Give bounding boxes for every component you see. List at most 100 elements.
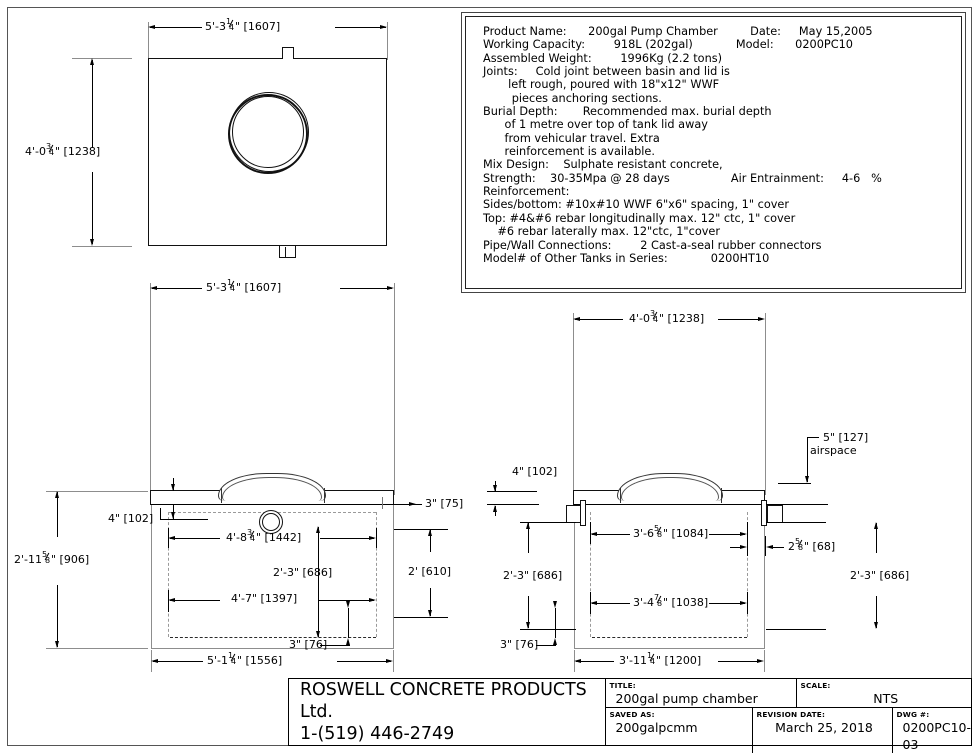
front-lid-lip-left: [221, 488, 222, 503]
side-dim-inside-bot-line-a: [592, 603, 630, 604]
revision-value: March 25, 2018: [775, 720, 873, 735]
title-caption: TITLE:: [609, 681, 636, 690]
title-block: ROSWELL CONCRETE PRODUCTS Ltd. 1-(519) 4…: [288, 678, 972, 753]
arrowhead-up-icon: [345, 638, 350, 645]
side-dim-wall-thk-wit-b: [765, 536, 766, 556]
side-lid-lip-right: [721, 488, 722, 503]
side-dim-depth-left-text: 2'-3" [686]: [503, 569, 563, 582]
title-value: 200gal pump chamber: [615, 691, 758, 706]
front-dim-bottom-line-b: [337, 661, 391, 662]
saved-as-field: SAVED AS: 200galpcmm: [606, 708, 752, 753]
front-dim-inside-top-line-a: [170, 538, 220, 539]
arrowhead-up-icon: [492, 505, 497, 512]
side-lid-lip-left: [620, 488, 621, 503]
revision-date-field: REVISION DATE: March 25, 2018: [751, 708, 892, 753]
side-base-bottom: [574, 648, 765, 650]
spec-line: Burial Depth: Recommended max. burial de…: [483, 105, 772, 119]
front-base-bottom: [151, 648, 394, 650]
spec-line: Strength: 30-35Mpa @ 28 days Air Entrain…: [483, 171, 882, 185]
plan-witness-bottom: [72, 246, 132, 247]
side-dim-inside-top-line-b: [709, 534, 745, 535]
side-dim-inside-top-wit-r: [747, 522, 748, 544]
title-block-row-bottom: SAVED AS: 200galpcmm REVISION DATE: Marc…: [606, 708, 972, 753]
spec-line: of 1 metre over top of tank lid away: [483, 118, 708, 132]
title-block-company: ROSWELL CONCRETE PRODUCTS Ltd. 1-(519) 4…: [289, 679, 606, 745]
side-dim-wall-thk-wit-a: [747, 536, 748, 556]
side-dim-lid-thk-ext-top: [487, 491, 537, 492]
spec-line: from vehicular travel. Extra: [483, 131, 660, 145]
spec-line: left rough, poured with 18"x12" WWF: [483, 78, 720, 92]
side-cavity-left: [590, 512, 591, 637]
plan-pipe-stub-bottom-rib: [285, 247, 286, 257]
plan-dim-left-line-b: [92, 172, 93, 244]
spec-line: Reinforcement:: [483, 185, 570, 199]
arrowhead-left-icon: [168, 597, 175, 602]
arrowhead-left-icon: [150, 285, 157, 290]
specification-notes-box: Product Name: 200gal Pump Chamber Date: …: [461, 12, 966, 293]
side-dim-base-thk-line: [555, 608, 556, 638]
side-dim-base-thk-leader: [536, 645, 556, 646]
front-dim-top-line-b: [340, 288, 392, 289]
plan-pipe-stub-top: [282, 47, 294, 59]
side-dim-depth-left-ext-bot: [520, 629, 576, 630]
side-dim-inside-bot-line-b: [709, 603, 745, 604]
arrowhead-down-icon: [804, 476, 809, 483]
arrowhead-right-icon: [380, 24, 387, 29]
side-dim-depth-left-line-b: [528, 596, 529, 628]
spec-line: Sides/bottom: #10x#10 WWF 6"x6" spacing,…: [483, 198, 790, 212]
dwg-number-field: DWG #: 0200PC10-03: [891, 708, 972, 753]
side-dim-top-line-a: [575, 319, 623, 320]
saved-as-caption: SAVED AS:: [609, 710, 655, 719]
spec-line: reinforcement is available.: [483, 145, 655, 159]
side-dim-airspace-label2: airspace: [810, 444, 857, 457]
arrowhead-up-icon: [427, 529, 432, 536]
arrowhead-left-icon: [148, 24, 155, 29]
revision-caption: REVISION DATE:: [756, 710, 826, 719]
side-dim-wall-thk-line-b: [772, 547, 784, 548]
plan-dim-left-line-a: [92, 60, 93, 148]
side-dim-lid-thickness-text: 4" [102]: [512, 465, 558, 478]
side-airspace-leader-v: [807, 437, 808, 482]
plan-witness-left: [148, 22, 149, 60]
spec-line: Assembled Weight: 1996Kg (2.2 tons): [483, 51, 723, 65]
saved-as-value: 200galpcmm: [615, 720, 698, 735]
company-name: ROSWELL CONCRETE PRODUCTS Ltd.: [300, 680, 587, 722]
front-dim-inside-depth-line: [318, 527, 319, 637]
arrowhead-up-icon: [552, 638, 557, 645]
front-witness-left: [150, 283, 151, 495]
specification-text-list: Product Name: 200gal Pump Chamber Date: …: [483, 25, 959, 265]
dwg-caption: DWG #:: [896, 710, 930, 719]
side-cavity-right: [747, 512, 748, 637]
plan-witness-right: [387, 22, 388, 60]
dwg-value: 0200PC10-03: [902, 720, 972, 752]
side-lid-underside-line: [574, 504, 765, 505]
side-dim-depth-left-ext-top: [520, 522, 576, 523]
front-witness-bot: [46, 648, 148, 649]
front-dim-wall-right-tick: [382, 497, 383, 509]
arrowhead-right-icon: [369, 597, 376, 602]
arrowhead-up-icon: [315, 526, 320, 533]
arrowhead-down-icon: [873, 622, 878, 629]
front-dim-wall-right-text: 3" [75]: [425, 497, 464, 510]
side-airspace-ext-bot: [766, 504, 828, 505]
front-dim-right-depth-line-b: [430, 588, 431, 616]
side-dim-lid-thk-ext-bot: [487, 504, 539, 505]
arrowhead-down-icon: [492, 485, 497, 492]
scale-field: SCALE: NTS: [795, 679, 972, 707]
front-dim-bottom-line-a: [153, 661, 203, 662]
front-witness-right: [394, 283, 395, 495]
arrowhead-left-icon: [168, 535, 175, 540]
arrowhead-right-icon: [369, 535, 376, 540]
front-dim-inside-depth-text: 2'-3" [686]: [273, 566, 333, 579]
plan-dim-top-line-b: [335, 27, 386, 28]
arrowhead-right-icon: [387, 285, 394, 290]
